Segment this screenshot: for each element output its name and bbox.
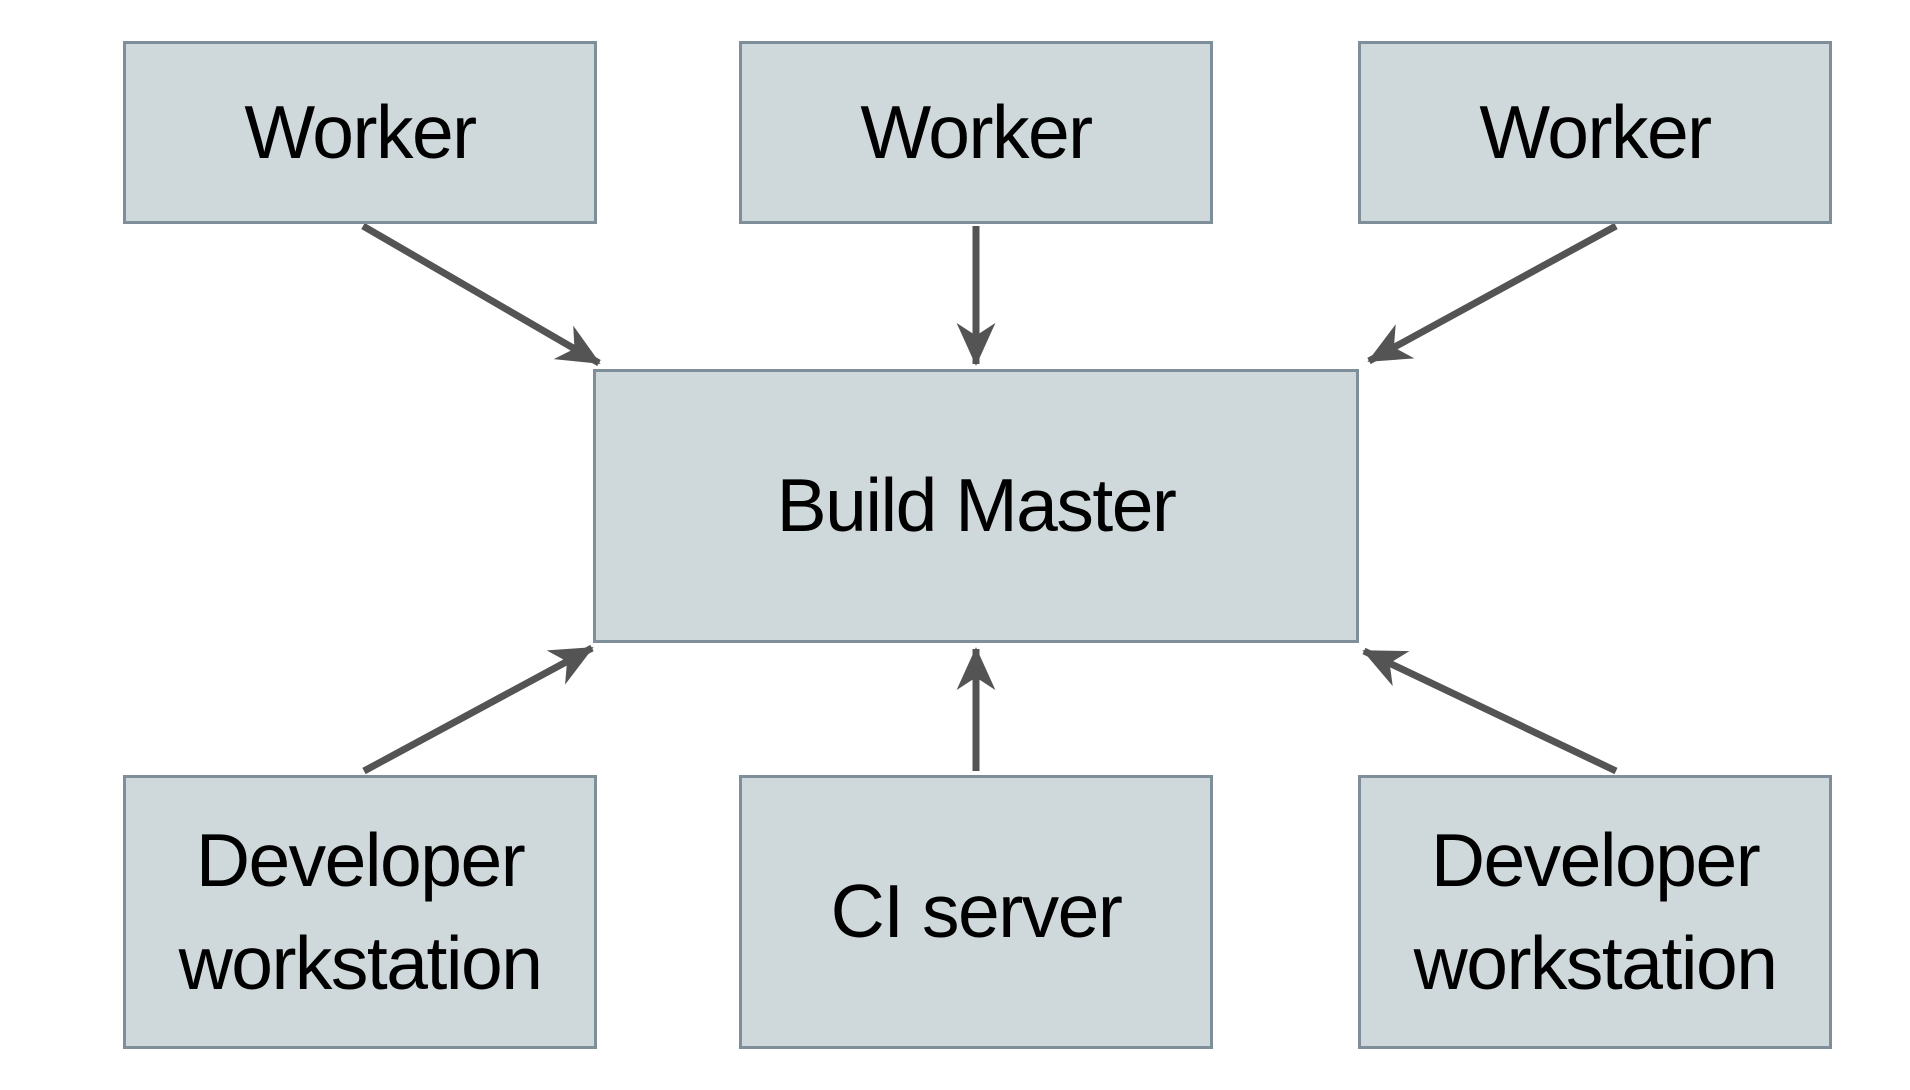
node-build-master: Build Master	[593, 369, 1359, 643]
arrow-developer-workstation-1-to-build-master	[362, 644, 594, 775]
node-label-worker-2: Worker	[860, 89, 1093, 174]
node-worker-2: Worker	[739, 41, 1213, 224]
node-worker-1: Worker	[123, 41, 597, 224]
node-label-ci-server: CI server	[830, 869, 1123, 954]
node-label-worker-1: Worker	[244, 89, 477, 174]
node-developer-workstation-2: Developer workstation	[1358, 775, 1832, 1049]
node-label-developer-workstation-1: Developer workstation	[178, 817, 543, 1006]
arrow-worker-1-to-build-master	[361, 222, 601, 367]
arrow-developer-workstation-2-to-build-master	[1362, 647, 1618, 775]
node-label-developer-workstation-2: Developer workstation	[1413, 817, 1778, 1006]
node-ci-server: CI server	[739, 775, 1213, 1049]
node-label-build-master: Build Master	[776, 463, 1177, 548]
arrow-worker-3-to-build-master	[1367, 222, 1618, 365]
node-developer-workstation-1: Developer workstation	[123, 775, 597, 1049]
node-worker-3: Worker	[1358, 41, 1832, 224]
node-label-worker-3: Worker	[1479, 89, 1712, 174]
